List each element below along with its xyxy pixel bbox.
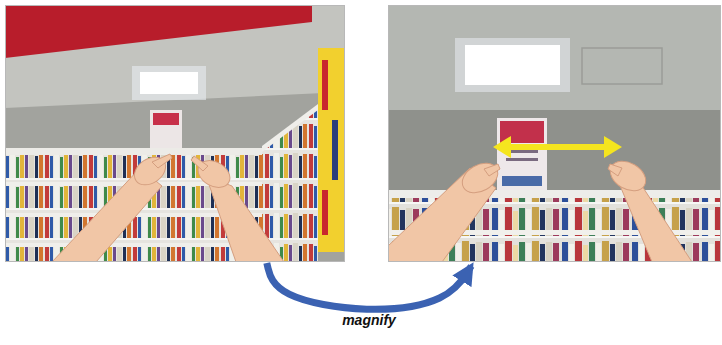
right-photo [388, 5, 721, 262]
left-photo [5, 5, 345, 262]
photo-panel [5, 5, 345, 262]
photo-panel [388, 5, 721, 262]
spread-arrow [506, 144, 608, 150]
curved-arrow [267, 263, 471, 309]
edge-label: magnify [342, 312, 396, 328]
